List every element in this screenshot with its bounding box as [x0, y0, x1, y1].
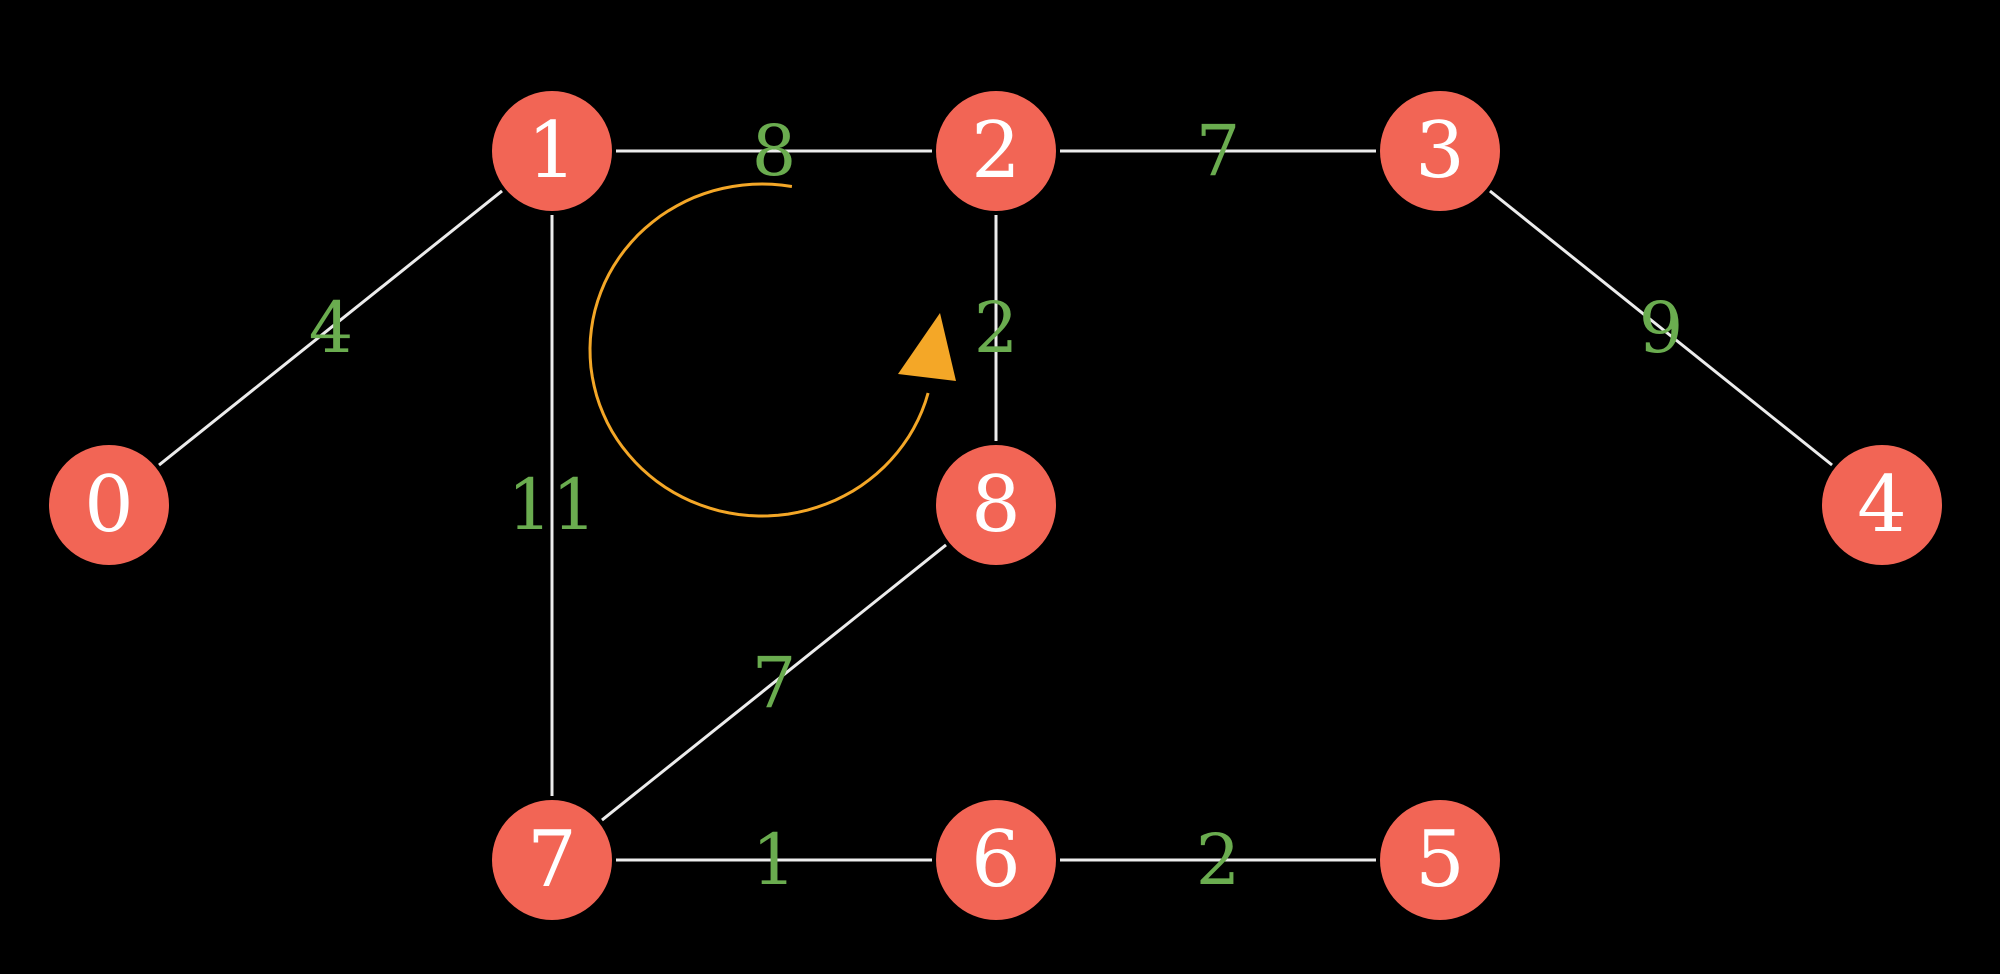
edge-weight-0-1: 4 — [309, 287, 354, 369]
edge-weight-8-7: 7 — [752, 642, 797, 724]
cycle-arc — [588, 182, 930, 518]
node-6: 6 — [936, 800, 1056, 920]
node-circle — [936, 91, 1056, 211]
edge-weight-1-2: 8 — [752, 110, 797, 192]
node-label: 7 — [527, 815, 577, 905]
node-5: 5 — [1380, 800, 1500, 920]
node-circle — [492, 800, 612, 920]
edge-3-4 — [1489, 189, 1833, 467]
edge-8-7 — [601, 543, 947, 822]
edge-weight-6-5: 2 — [1196, 819, 1241, 901]
node-circle — [1380, 91, 1500, 211]
node-circle — [936, 800, 1056, 920]
edge-weight-2-3: 7 — [1196, 110, 1241, 192]
node-circle — [1380, 800, 1500, 920]
edge-weight-1-7: 11 — [507, 464, 596, 546]
node-circle — [936, 445, 1056, 565]
node-2: 2 — [936, 91, 1056, 211]
node-label: 1 — [527, 106, 577, 196]
node-circle — [1822, 445, 1942, 565]
node-8: 8 — [936, 445, 1056, 565]
edge-0-1 — [158, 189, 503, 467]
node-label: 3 — [1415, 106, 1465, 196]
node-7: 7 — [492, 800, 612, 920]
cycle-indicator — [588, 182, 956, 518]
node-3: 3 — [1380, 91, 1500, 211]
edge-weight-2-8: 2 — [974, 287, 1019, 369]
node-label: 2 — [971, 106, 1021, 196]
edges-layer — [158, 149, 1833, 862]
edge-weight-3-4: 9 — [1639, 287, 1684, 369]
edge-weight-7-6: 1 — [752, 819, 797, 901]
node-label: 8 — [971, 460, 1021, 550]
nodes-layer: 0 1 2 3 4 5 6 7 8 — [49, 91, 1942, 920]
node-circle — [492, 91, 612, 211]
node-label: 0 — [84, 460, 134, 550]
node-label: 4 — [1857, 460, 1907, 550]
node-circle — [49, 445, 169, 565]
node-0: 0 — [49, 445, 169, 565]
node-label: 6 — [971, 815, 1021, 905]
node-label: 5 — [1415, 815, 1465, 905]
clockwise-cycle-arrow-icon — [898, 313, 956, 381]
node-4: 4 — [1822, 445, 1942, 565]
node-1: 1 — [492, 91, 612, 211]
